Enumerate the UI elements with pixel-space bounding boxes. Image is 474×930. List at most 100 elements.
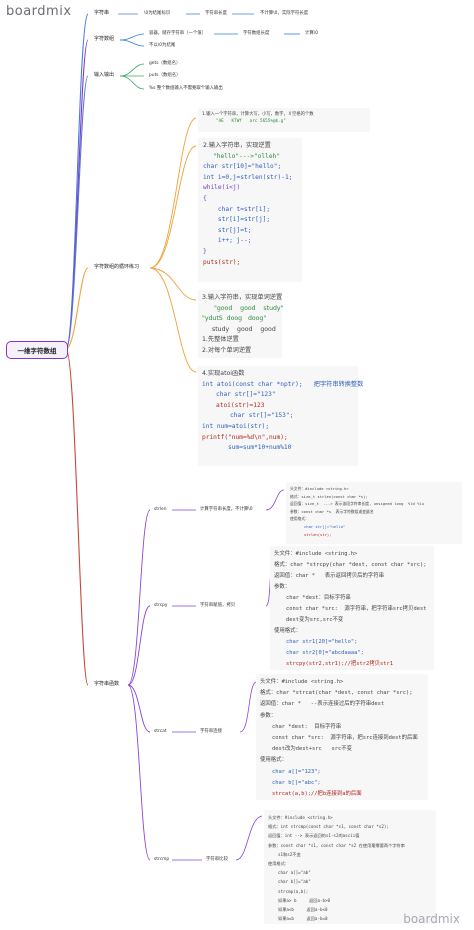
strcmp-line: s1和s2不变 xyxy=(278,851,301,857)
strcat-line: 格式：char *strcat(char *dest, const char *… xyxy=(260,690,413,697)
strlen-line: 格式：size_t strlen(const char *s); xyxy=(290,493,368,499)
strcat-desc: 字符串连接 xyxy=(200,729,222,734)
strcmp-line: 如果a> b 返回a-b>0 xyxy=(278,897,331,903)
string-child-terminator: \0为结尾标识 xyxy=(144,11,171,16)
root-node[interactable]: 一维字符数组 xyxy=(6,341,68,359)
ex4-line: int atoi(const char *nptr); 把字符串转换整数 xyxy=(202,380,364,388)
strcat-line: 头文件：#include <string.h> xyxy=(260,679,344,685)
ex2-line: "hello"--->"olleh" xyxy=(213,152,281,160)
strcpy-line: 头文件：#include <string.h> xyxy=(274,551,358,557)
ex3-line: study good good xyxy=(212,325,276,333)
array-child-counts: 计算\0 xyxy=(305,31,319,36)
strcpy-card: 头文件：#include <string.h> 格式：char *strcpy(… xyxy=(270,546,434,670)
strcat-line: dest改为dest+src src不变 xyxy=(272,746,352,753)
strcmp-line: 头文件：#include <string.h> xyxy=(268,815,333,820)
ex2-line: char t=str[i]; xyxy=(203,205,271,213)
strcmp-line: 参数：const char *s1, const char *s2 在使用毫零要… xyxy=(268,842,405,848)
strlen-desc: 计算字符串长度，不计算\0 xyxy=(200,507,253,512)
branch-string-functions[interactable]: 字符串函数 xyxy=(94,681,120,687)
exercise-4-card: 4.实现atoi函数 int atoi(const char *nptr); 把… xyxy=(198,366,364,466)
branch-string[interactable]: 字符串 xyxy=(94,10,110,16)
ex2-line: { xyxy=(203,194,207,202)
strlen-line: 返回值：size_t ---> 表示该段字符串长度, unsigned long… xyxy=(290,501,424,507)
strcmp-line: 如果a=b 返回a-b=0 xyxy=(278,916,328,922)
strcat-line: 返回值：char * --表示连接过后的字符串dest xyxy=(260,701,385,708)
exercise-3-card: 3.输入字符串，实现单词逆置 "good good study" "ydutS … xyxy=(198,290,284,358)
strlen-line: 头文件：#include <string.h> xyxy=(290,486,349,491)
strcpy-line: char str1[20]="hello"; xyxy=(286,639,358,645)
ex1-line: 1.输入一个字符串，计算大写，小写，数字，Ｘ空格的个数 xyxy=(202,112,314,117)
string-child-actual: 不计算\0，实际字符长度 xyxy=(260,11,309,16)
exercise-1-card: 1.输入一个字符串，计算大写，小写，数字，Ｘ空格的个数 "AE KTWf arc… xyxy=(198,108,370,132)
strcmp-line: strcmp(a,b); xyxy=(278,888,309,894)
ex2-line: i++; j--; xyxy=(203,237,252,245)
strcpy-line: 返回值：char * 表示返回拷贝后的字符串 xyxy=(274,573,385,579)
strcpy-desc: 字符串赋值，拷贝 xyxy=(200,603,236,608)
strcmp-desc: 字符串比较 xyxy=(206,857,228,862)
func-strcpy[interactable]: strcpy xyxy=(154,603,168,608)
ex4-line: char str[]="153"; xyxy=(230,412,294,420)
ex1-line: "AE KTWf arc 5655%@$.g" xyxy=(216,119,286,124)
func-strlen[interactable]: strlen xyxy=(154,507,167,512)
strlen-line: 使用格式： xyxy=(290,516,309,522)
strcpy-line: char *dest：目标字符串 xyxy=(286,595,351,601)
ex2-line: 2.输入字符串，实现逆置 xyxy=(203,142,271,149)
ex2-line: str[i]=str[j]; xyxy=(203,216,271,224)
ex3-line: "good good study" xyxy=(214,304,284,312)
strcat-line: 使用格式： xyxy=(260,757,287,764)
strcpy-line: 参数： xyxy=(274,584,291,590)
strcat-line: strcat(a,b);//把b连接到a的后面 xyxy=(272,791,362,798)
strcpy-line: 格式：char *strcpy(char *dest, const char *… xyxy=(274,562,427,568)
ex2-line: str[j]=t; xyxy=(203,226,252,234)
array-child-length: 字符数组长度 xyxy=(243,31,270,36)
ex2-line: while(i<j) xyxy=(203,184,241,192)
ex4-line: printf("num=%d\n",num); xyxy=(202,433,288,441)
ex2-line: } xyxy=(203,247,207,255)
ex4-line: int num=atoi(str); xyxy=(202,422,270,430)
func-strcmp[interactable]: strcmp xyxy=(154,857,170,862)
string-child-length: 字符串长度 xyxy=(205,11,227,16)
branch-loop-practice[interactable]: 字符数组的循环练习 xyxy=(94,264,140,270)
brand-watermark: boardmix xyxy=(403,912,460,926)
branch-char-array[interactable]: 字符数组 xyxy=(94,36,115,42)
strcpy-line: strcpy(str2,str1);//把str2拷贝str1 xyxy=(286,661,394,667)
strlen-line: char str[]="hello" xyxy=(304,523,346,529)
strcmp-line: 格式：int strcmp(const char *s1, const char… xyxy=(268,824,389,830)
strcmp-line: 使用格式： xyxy=(268,861,289,867)
strcmp-line: 如果a<b 返回a-b<0 xyxy=(278,907,328,913)
strcat-card: 头文件：#include <string.h> 格式：char *strcat(… xyxy=(256,674,428,800)
strcmp-card: 头文件：#include <string.h> 格式：int strcmp(co… xyxy=(264,810,436,924)
strlen-card: 头文件：#include <string.h> 格式：size_t strlen… xyxy=(286,482,462,544)
strcmp-line: char b[]="ab" xyxy=(278,879,311,885)
ex4-line: char str[]="123" xyxy=(216,391,276,399)
ex2-line: puts(str); xyxy=(203,258,241,266)
ex4-line: atoi(str)=123 xyxy=(216,401,265,409)
branch-io[interactable]: 输入输出 xyxy=(94,72,115,78)
strcat-line: char *dest: 目标字符串 xyxy=(272,723,342,730)
strcat-line: const char *src: 源字符串，把src连接到dest的后面 xyxy=(272,735,418,742)
ex3-line: 1.先整体逆置 xyxy=(202,336,239,344)
io-item-format: %s 整个数组输入不需要取个输入输出 xyxy=(149,86,223,91)
strcat-line: char b[]="abc"; xyxy=(272,779,321,786)
strcat-line: char a[]="123"; xyxy=(272,768,321,775)
ex3-line: "ydutS doog doog" xyxy=(202,315,267,323)
exercise-2-card: 2.输入字符串，实现逆置 "hello"--->"olleh" char str… xyxy=(198,138,302,282)
strcpy-line: dest变为src,src不变 xyxy=(286,617,344,623)
io-item-gets: gets（数组名） xyxy=(149,61,181,66)
strcmp-line: char a[]="ab" xyxy=(278,870,311,876)
strlen-line: strlen(str); xyxy=(304,531,332,537)
ex2-line: char str[10]="hello"; xyxy=(203,163,282,171)
strlen-line: 参数：const char *s 表示字符数组或变量名 xyxy=(290,508,374,514)
ex4-line: 4.实现atoi函数 xyxy=(202,370,245,377)
strcpy-line: char str2[0]="abcdaaaa"; xyxy=(286,650,364,656)
strcmp-line: 返回值：int --> 表示返回的s1-s2的ascii值 xyxy=(268,833,360,839)
func-strcat[interactable]: strcat xyxy=(154,729,167,734)
io-item-puts: puts（数组名） xyxy=(149,73,181,78)
brand-logo: boardmix xyxy=(6,4,72,19)
array-child-container: 容器，储存字符串（一个值） xyxy=(149,31,207,36)
strcpy-line: 使用格式： xyxy=(274,628,301,634)
ex3-line: 2.对每个单词逆置 xyxy=(202,346,252,354)
array-child-noterm: 不以\0为结尾 xyxy=(149,43,176,48)
ex3-line: 3.输入字符串，实现单词逆置 xyxy=(202,294,283,301)
